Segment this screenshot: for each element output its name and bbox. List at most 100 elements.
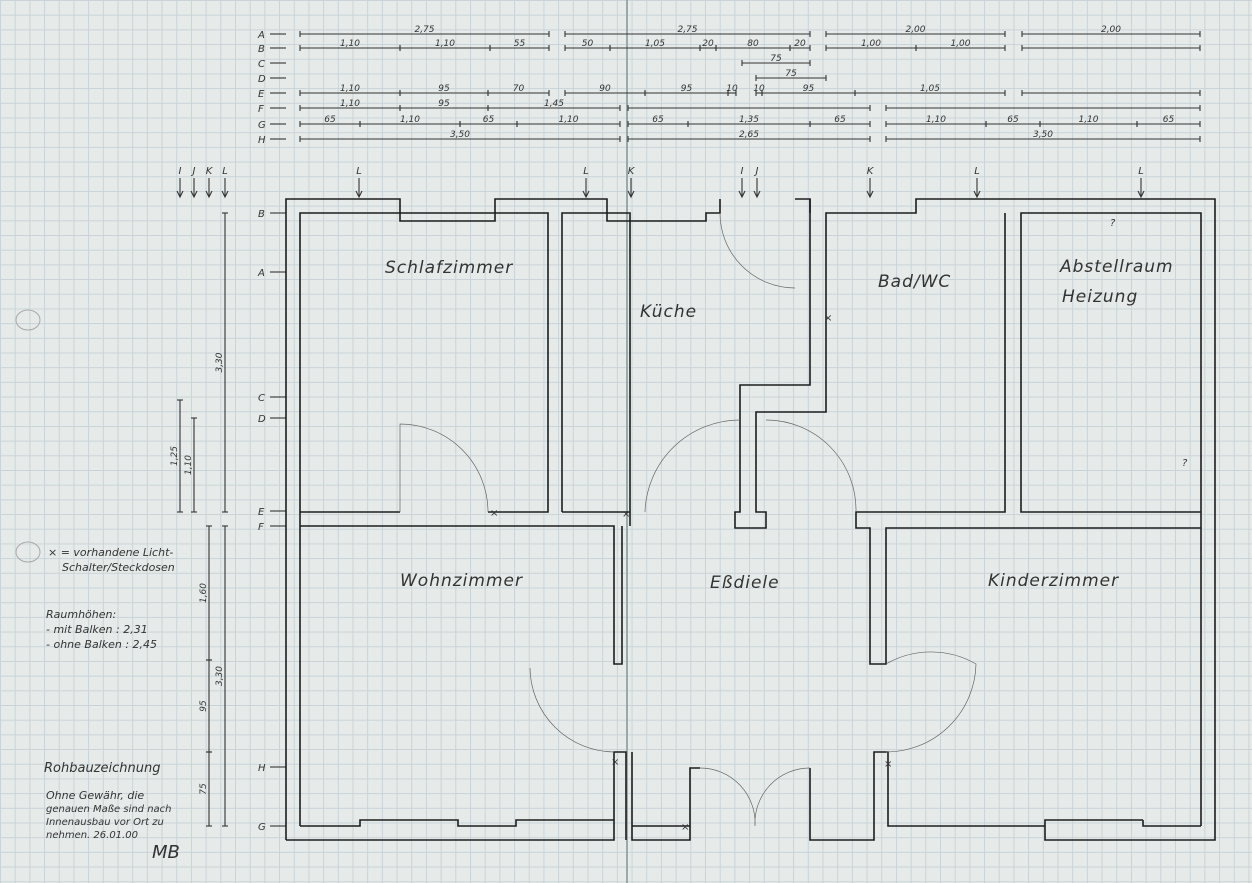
dimension-value: 2,75 (414, 25, 434, 35)
door-swings (399, 212, 977, 827)
arrow-head (973, 190, 981, 199)
legend-line: Schalter/Steckdosen (62, 561, 175, 574)
axis-label: L (1138, 166, 1144, 177)
row-label: F (258, 104, 264, 115)
dimension-value: 65 (1163, 115, 1175, 125)
dimension-value: 10 (753, 84, 765, 94)
room-wohnzimmer: Wohnzimmer (400, 571, 523, 591)
heights-line: - mit Balken : 2,31 (46, 623, 148, 636)
dimension-value: 20 (794, 39, 806, 49)
row-label: E (258, 89, 265, 100)
arrow-head (627, 190, 635, 199)
room-essdiele: Eßdiele (710, 573, 780, 593)
row-label: H (258, 763, 266, 774)
svg-text:×: × (884, 759, 892, 770)
row-label: B (258, 209, 265, 220)
axis-label: K (206, 166, 214, 177)
dimension-value: 65 (652, 115, 664, 125)
arrow-head (176, 190, 184, 199)
axis-label: J (754, 166, 759, 177)
arrow-head (753, 190, 761, 199)
dimension-value: 3,50 (450, 130, 470, 140)
drawing-title: Rohbauzeichnung (44, 761, 160, 776)
room-kueche: Küche (640, 302, 697, 322)
signature: MB (152, 842, 180, 863)
dimension-value: 65 (834, 115, 846, 125)
row-label: C (258, 393, 265, 404)
heights-title: Raumhöhen: (46, 608, 116, 621)
notes: × = vorhandene Licht- Schalter/Steckdose… (44, 546, 180, 863)
room-abstellraum: Abstellraum (1059, 257, 1174, 277)
row-label: E (258, 507, 265, 518)
arrow-head (738, 190, 746, 199)
heights-line: - ohne Balken : 2,45 (46, 638, 157, 651)
axis-label: J (191, 166, 196, 177)
dimension-value: 1,10 (340, 39, 360, 49)
dimension-value: 1,25 (170, 446, 180, 466)
axis-label: K (628, 166, 636, 177)
arrow-head (1137, 190, 1145, 199)
arrow-head (582, 190, 590, 199)
arrow-head (355, 190, 363, 199)
disclaimer-line: nehmen. 26.01.00 (46, 830, 138, 841)
walls (285, 198, 1216, 841)
dimension-value: 1,10 (184, 455, 194, 475)
svg-text:×: × (681, 822, 689, 833)
dimension-value: 2,00 (1101, 25, 1121, 35)
dimension-value: 95 (199, 700, 209, 712)
axis-label: L (974, 166, 980, 177)
row-label: D (258, 414, 266, 425)
row-label: A (257, 30, 265, 41)
row-label: B (258, 44, 265, 55)
dimension-value: 65 (1007, 115, 1019, 125)
dimension-value: 75 (785, 69, 797, 79)
dimension-value: 1,00 (861, 39, 881, 49)
question-mark: ? (1182, 458, 1188, 469)
row-label: G (258, 120, 266, 131)
row-label: C (258, 59, 265, 70)
room-schlafzimmer: Schlafzimmer (385, 258, 513, 278)
dimension-value: 10 (726, 84, 738, 94)
dimension-value: 65 (324, 115, 336, 125)
arrow-head (190, 190, 198, 199)
dimension-value: 1,10 (400, 115, 420, 125)
row-label: D (258, 74, 266, 85)
dimension-value: 1,10 (435, 39, 455, 49)
room-bad: Bad/WC (878, 272, 951, 292)
room-heizung: Heizung (1062, 287, 1138, 307)
room-kinderzimmer: Kinderzimmer (988, 571, 1119, 591)
disclaimer-line: genauen Maße sind nach (46, 804, 172, 815)
dimension-value: 1,05 (645, 39, 665, 49)
dimension-value: 75 (770, 54, 782, 64)
dimension-value: 55 (514, 39, 526, 49)
dimension-value: 65 (483, 115, 495, 125)
switch-markers: ×××××× (490, 313, 892, 833)
punch-hole (15, 309, 41, 331)
disclaimer-line: Ohne Gewähr, die (46, 789, 144, 802)
dimension-value: 80 (747, 39, 759, 49)
arrow-head (205, 190, 213, 199)
dimension-value: 1,10 (340, 84, 360, 94)
dimension-value: 70 (513, 84, 525, 94)
dimension-value: 1,10 (340, 99, 360, 109)
svg-text:×: × (622, 509, 630, 520)
disclaimer-line: Innenausbau vor Ort zu (46, 817, 164, 828)
axis-label: L (222, 166, 228, 177)
axis-label: K (867, 166, 875, 177)
dimension-value: 1,05 (920, 84, 940, 94)
svg-text:×: × (611, 757, 619, 768)
dimension-value: 1,45 (544, 99, 564, 109)
dimension-value: 2,00 (905, 25, 925, 35)
dimension-value: 50 (582, 39, 594, 49)
axis-label: L (356, 166, 362, 177)
axis-label: I (741, 166, 744, 177)
dimension-value: 1,35 (739, 115, 759, 125)
question-mark: ? (1110, 218, 1116, 229)
dimension-value: 90 (599, 84, 611, 94)
dimension-value: 1,10 (558, 115, 578, 125)
arrow-head (221, 190, 229, 199)
dimension-value: 95 (803, 84, 815, 94)
